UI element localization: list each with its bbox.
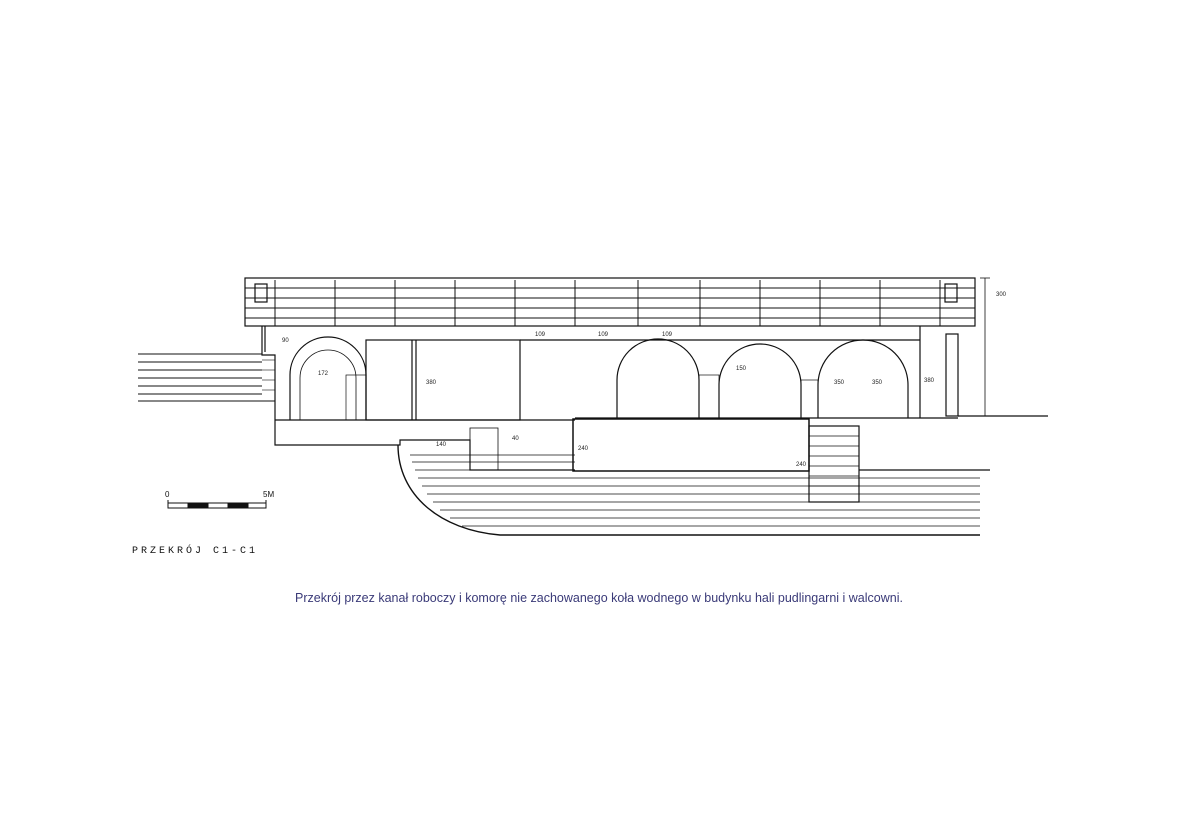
- lower-step: [274, 420, 575, 471]
- scale-start-label: 0: [165, 490, 170, 499]
- arch-4: [817, 339, 909, 418]
- foundation-hatch: [410, 454, 980, 527]
- curved-foundation: [397, 444, 980, 536]
- dimension-label: 300: [996, 292, 1007, 298]
- arch-2: [616, 338, 700, 418]
- canal-chamber: [572, 418, 810, 472]
- dimension-label: 380: [924, 378, 935, 384]
- roof-truss-band: [244, 277, 976, 327]
- roof-truss-posts: [274, 280, 941, 326]
- dimension-label: 240: [796, 462, 807, 468]
- section-label: PRZEKRÓJ C1-C1: [132, 543, 258, 557]
- dimension-label: 109: [535, 332, 546, 338]
- scale-end-label: 5M: [263, 490, 274, 499]
- scale-bar: [167, 500, 267, 509]
- dimension-label: 350: [834, 380, 845, 386]
- dimension-label: 172: [318, 371, 329, 377]
- right-pier: [808, 425, 860, 503]
- dimension-label: 140: [436, 442, 447, 448]
- dimension-label: 150: [736, 366, 747, 372]
- left-ground: [138, 353, 275, 402]
- dimension-label: 109: [598, 332, 609, 338]
- dimension-label: 109: [662, 332, 673, 338]
- figure-caption: Przekrój przez kanał roboczy i komorę ni…: [295, 591, 903, 605]
- dimension-label: 240: [578, 446, 589, 452]
- dimension-label: 90: [282, 338, 289, 344]
- dimension-label: 40: [512, 436, 519, 442]
- central-opening: [365, 339, 521, 421]
- dimension-labels: 109 109 109 90 172 380 150 350 350 380 3…: [282, 292, 1007, 468]
- dimension-label: 350: [872, 380, 883, 386]
- dimension-label: 380: [426, 380, 437, 386]
- arch-3: [718, 343, 802, 418]
- arch-1: [289, 336, 367, 420]
- roof-truss-lines: [245, 287, 975, 319]
- left-wall: [261, 326, 276, 420]
